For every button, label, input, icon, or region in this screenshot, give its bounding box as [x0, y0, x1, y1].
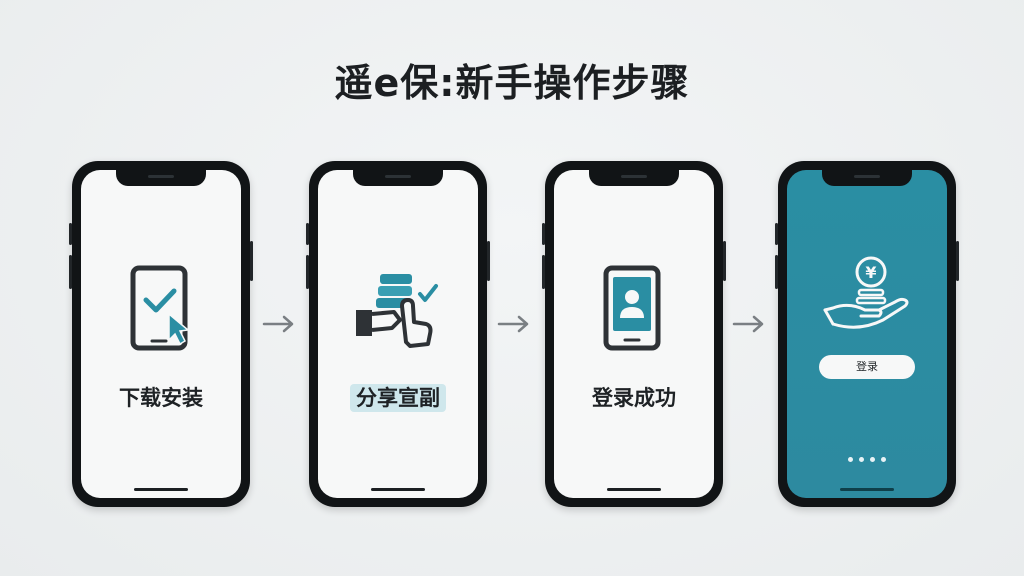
arrow-right-icon [497, 314, 531, 334]
svg-text:¥: ¥ [865, 263, 876, 282]
page-title: 遥e保:新手操作步骤 [334, 61, 690, 105]
step-label: 分享宣副 [318, 382, 478, 412]
phone-step-1: 下载安装 [69, 161, 253, 507]
phone-screen: ¥ 登录 [787, 170, 947, 498]
step-label-text: 分享宣副 [350, 384, 446, 412]
phone-screen: 登录成功 [554, 170, 714, 498]
step-label: 登录成功 [592, 386, 676, 410]
hand-yen-coin-icon: ¥ [819, 250, 915, 340]
step-label: 下载安装 [119, 386, 203, 410]
phone-screen: 分享宣副 [318, 170, 478, 498]
arrow-right-icon [732, 314, 766, 334]
hand-tap-stack-icon [350, 264, 446, 354]
phone-screen: 下载安装 [81, 170, 241, 498]
phone-step-4: ¥ 登录 [775, 161, 959, 507]
arrow-right-icon [262, 314, 296, 334]
login-button[interactable]: 登录 [819, 355, 915, 379]
phone-step-3: 登录成功 [542, 161, 726, 507]
page-indicator [848, 457, 886, 462]
phone-user-profile-icon [594, 264, 674, 354]
phone-checkmark-cursor-icon [121, 264, 201, 354]
phone-step-2: 分享宣副 [306, 161, 490, 507]
